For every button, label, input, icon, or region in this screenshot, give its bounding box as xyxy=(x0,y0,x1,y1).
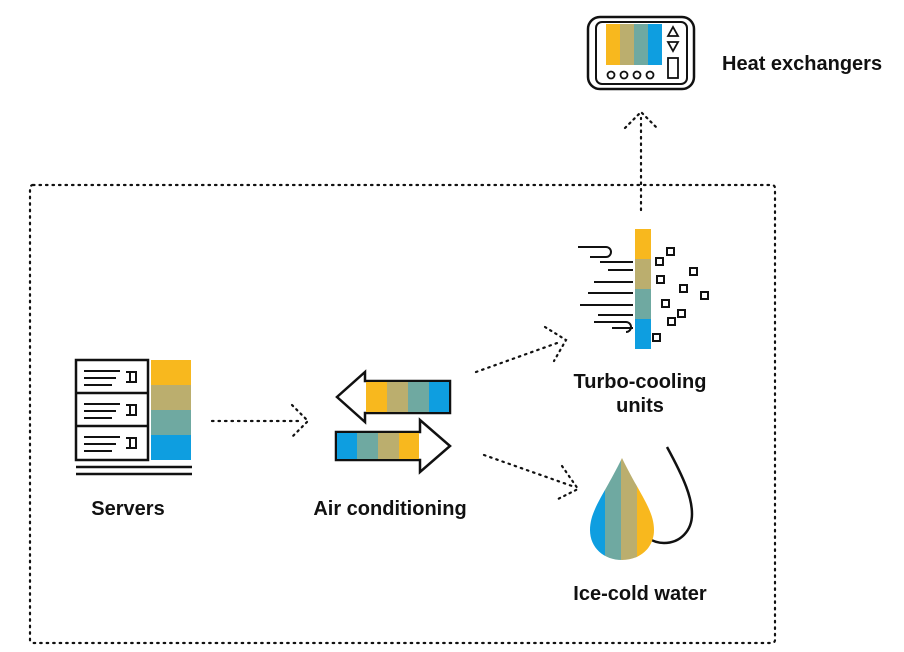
water-drops-icon xyxy=(590,446,694,560)
arrow-servers-to-ac xyxy=(210,403,310,439)
turbo-cooler-icon xyxy=(578,229,709,349)
system-boundary xyxy=(28,183,777,645)
arrow-ac-to-water xyxy=(482,453,580,502)
server-rack-icon xyxy=(74,358,192,476)
arrow-ac-to-turbo xyxy=(474,325,568,374)
air-conditioning-label: Air conditioning xyxy=(313,498,467,520)
turbo-cooling-label: Turbo-cooling units xyxy=(573,371,707,417)
heat-exchangers-label: Heat exchangers xyxy=(722,53,883,75)
arrow-turbo-to-heat xyxy=(623,110,659,212)
ice-cold-water-label: Ice-cold water xyxy=(573,583,707,605)
servers-label: Servers xyxy=(91,498,165,520)
air-exchange-arrows-icon xyxy=(334,369,452,475)
heat-exchanger-panel-icon xyxy=(586,15,696,91)
